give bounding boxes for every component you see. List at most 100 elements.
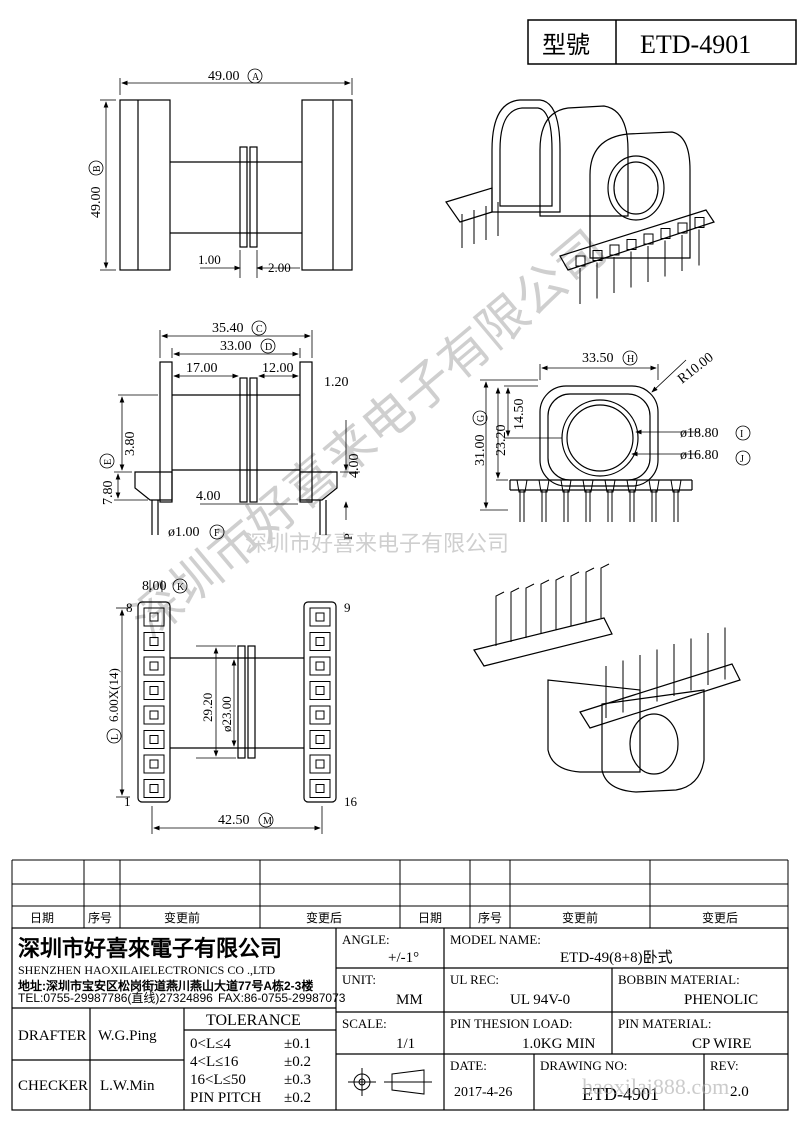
pin-material-value: CP WIRE [692,1036,752,1052]
checker-label: CHECKER [18,1078,88,1094]
pin-slot [626,239,637,250]
tolerance-value-1: ±0.1 [284,1036,311,1052]
dim-tag-l-circle [106,728,122,744]
pin-hole [149,735,159,744]
pin-leg [651,490,657,522]
model-title-box: 型號 ETD-4901 [527,19,797,65]
model-name-value: ETD-49(8+8)卧式 [560,949,673,966]
dim-tag-b-circle [88,160,104,176]
pin-pad [309,607,331,627]
tolerance-range-2: 4<L≤16 [190,1054,239,1070]
dim-tag-k: K [177,582,185,593]
iso-view-bottom-pins [495,563,726,718]
angle-label: ANGLE: [342,932,390,947]
dim-tag-h-circle [622,350,638,366]
pin-material-label: PIN MATERIAL: [618,1016,712,1031]
dim-tag-l: L [110,734,121,740]
pin-pad [143,656,165,676]
rev-col-before-2: 变更前 [562,910,598,925]
pin-pad [309,656,331,676]
pin-load-value: 1.0KG MIN [522,1036,595,1052]
dim-bottom-outer: 29.20 [200,693,215,722]
dim-front-h2: 7.80 [101,481,116,506]
pin-hole [315,759,325,769]
pin-pad [309,632,331,651]
tolerance-value-4: ±0.2 [284,1090,311,1106]
dim-tag-a: A [252,72,260,83]
tolerance-range-4: PIN PITCH [190,1090,261,1106]
dim-front-p: P [341,533,355,540]
dim-tag-f: F [214,528,220,539]
dim-tag-m-circle [258,812,274,828]
top-view [100,78,353,278]
dim-tag-j-circle [735,450,751,466]
pin-leg [495,591,505,646]
pin-hole [315,686,325,695]
bottom-view-pins [143,607,331,798]
pin-leg [555,575,565,630]
scale-label: SCALE: [342,1016,387,1031]
pin-shoulder [604,479,616,493]
pin-number-8: 8 [126,600,133,615]
pin-pad [309,779,331,798]
drawing-no-value: ETD-4901 [582,1084,659,1104]
dim-tag-a-circle [247,68,263,84]
dim-bottom-pitch: 8.00 [142,579,167,594]
dim-tag-e-circle [99,453,115,469]
dim-bottom-row: 6.00X(14) [106,668,121,722]
dim-bottom-span: 42.50 [218,813,250,828]
front-view [114,330,360,535]
pin-slot [643,233,654,245]
dim-front-total: 35.40 [212,321,244,336]
pin-leg [563,490,569,522]
bobbin-label: BOBBIN MATERIAL: [618,972,740,987]
pin-shoulder [538,479,550,493]
pin-hole [315,637,325,646]
date-label: DATE: [450,1058,487,1073]
pin-hole [149,661,159,671]
company-address: 地址:深圳市宝安区松岗街道燕川燕山大道77号A栋2-3楼 [18,978,313,993]
rev-col-after-1: 变更后 [306,910,342,925]
dim-top-height: 49.00 [89,187,104,219]
dim-side-h1: 14.50 [512,399,527,431]
drawing-no-label: DRAWING NO: [540,1058,627,1073]
dim-tag-j: J [740,454,744,465]
title-block [11,927,789,1111]
dim-tag-i: I [740,429,743,440]
pin-leg [600,563,610,618]
watermark-diagonal: 深圳市好喜来电子有限公司 [121,220,617,649]
pin-shoulder [516,479,528,493]
pin-leg [540,579,550,634]
pin-pad [143,632,165,651]
pin-hole [315,784,325,793]
dim-front-h1: 3.80 [123,432,138,457]
rev-value: 2.0 [730,1084,749,1100]
pin-hole [149,784,159,793]
drafter-label: DRAFTER [18,1028,86,1044]
pin-hole [149,637,159,646]
rev-col-date-2: 日期 [418,911,442,925]
dim-tag-c: C [256,324,263,335]
pin-load-label: PIN THESION LOAD: [450,1016,573,1031]
dim-side-h3: 31.00 [473,435,488,467]
pin-pad [143,681,165,700]
drafter-value: W.G.Ping [98,1028,157,1044]
side-view-pins [516,479,682,522]
dim-tag-b: B [92,165,103,172]
model-name-label: MODEL NAME: [450,932,541,947]
tolerance-range-1: 0<L≤4 [190,1036,231,1052]
rev-col-after-2: 变更后 [702,910,738,925]
unit-label: UNIT: [342,972,376,987]
scale-value: 1/1 [396,1036,415,1052]
bobbin-value: PHENOLIC [684,992,758,1008]
date-value: 2017-4-26 [454,1085,512,1100]
pin-slot [694,217,705,228]
dim-tag-d-circle [260,338,276,354]
pin-slot [592,250,603,261]
iso-view-top-pins [461,202,705,304]
dim-front-pin: ø1.00 [168,525,200,540]
dim-side-h2: 23.20 [494,425,509,457]
pin-hole [315,710,325,720]
company-name-en: SHENZHEN HAOXILAIELECTRONICS CO .,LTD [18,963,276,977]
ul-value: UL 94V-0 [510,992,570,1008]
